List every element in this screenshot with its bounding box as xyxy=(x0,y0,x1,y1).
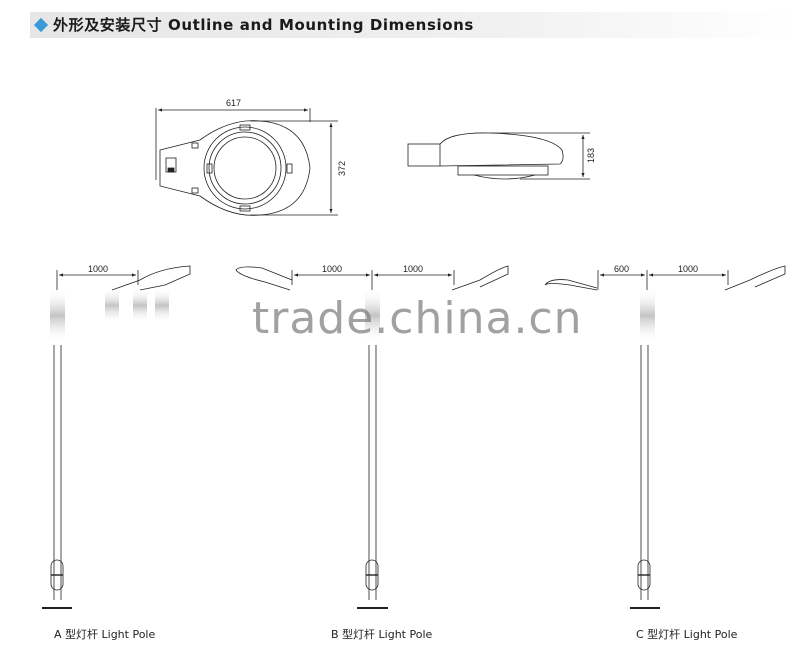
pole-a-caption: A 型灯杆 Light Pole xyxy=(54,628,156,641)
header-bar xyxy=(30,12,797,38)
watermark: trade.china.cn xyxy=(252,293,583,344)
top-view-width-label: 617 xyxy=(226,98,241,108)
section-title-text: 外形及安装尺寸 Outline and Mounting Dimensions xyxy=(53,16,474,34)
pole-a-drawing xyxy=(42,265,191,609)
pole-c-drawing xyxy=(544,265,786,609)
pole-c-right-arm-length: 1000 xyxy=(678,264,698,274)
pole-c-left-arm-length: 600 xyxy=(614,264,629,274)
top-view-height-label: 372 xyxy=(337,161,347,176)
top-view-drawing xyxy=(155,108,338,216)
pole-b-left-arm-length: 1000 xyxy=(322,264,342,274)
pole-a-arm-length: 1000 xyxy=(88,264,108,274)
side-view-height-label: 183 xyxy=(586,148,596,163)
side-view-drawing xyxy=(407,132,590,180)
pole-b-right-arm-length: 1000 xyxy=(403,264,423,274)
pole-b-drawing xyxy=(235,265,509,609)
pole-b-caption: B 型灯杆 Light Pole xyxy=(331,628,433,641)
section-title: 外形及安装尺寸 Outline and Mounting Dimensions xyxy=(33,14,474,36)
pole-c-caption: C 型灯杆 Light Pole xyxy=(636,628,738,641)
